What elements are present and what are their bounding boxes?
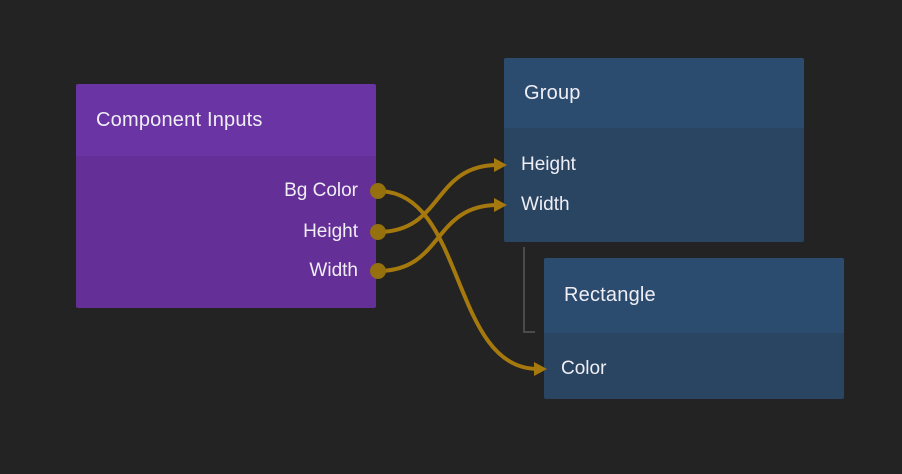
input-row-group-width: Width	[504, 185, 804, 225]
output-port-dot-icon-component-inputs-width[interactable]	[370, 263, 386, 279]
input-row-group-height: Height	[504, 145, 804, 185]
wire-height-to-group-height[interactable]	[376, 163, 500, 234]
output-row-component-inputs-height: Height	[76, 212, 376, 252]
node-title-rectangle: Rectangle	[564, 284, 656, 306]
hierarchy-connector-line	[523, 247, 535, 333]
node-header-group[interactable]: Group	[504, 58, 804, 128]
output-label-width: Width	[309, 260, 358, 281]
node-title-group: Group	[524, 81, 581, 104]
wire-bg-color-to-rectangle-color[interactable]	[376, 189, 540, 371]
output-port-dot-icon-component-inputs-bg-color[interactable]	[370, 183, 386, 199]
input-label-width: Width	[521, 194, 570, 215]
output-row-component-inputs-bg-color: Bg Color	[76, 171, 376, 211]
node-header-rectangle[interactable]: Rectangle	[544, 258, 844, 333]
wire-width-to-group-width[interactable]	[376, 203, 500, 273]
node-header-component-inputs[interactable]: Component Inputs	[76, 84, 376, 156]
output-label-height: Height	[303, 221, 358, 242]
node-body-rectangle: Color	[544, 333, 844, 399]
output-label-bg-color: Bg Color	[284, 180, 358, 201]
input-label-color: Color	[561, 358, 607, 379]
input-row-rectangle-color: Color	[544, 349, 844, 389]
output-row-component-inputs-width: Width	[76, 251, 376, 291]
input-label-height: Height	[521, 154, 576, 175]
output-port-dot-icon-component-inputs-height[interactable]	[370, 224, 386, 240]
node-title-component-inputs: Component Inputs	[96, 108, 263, 131]
